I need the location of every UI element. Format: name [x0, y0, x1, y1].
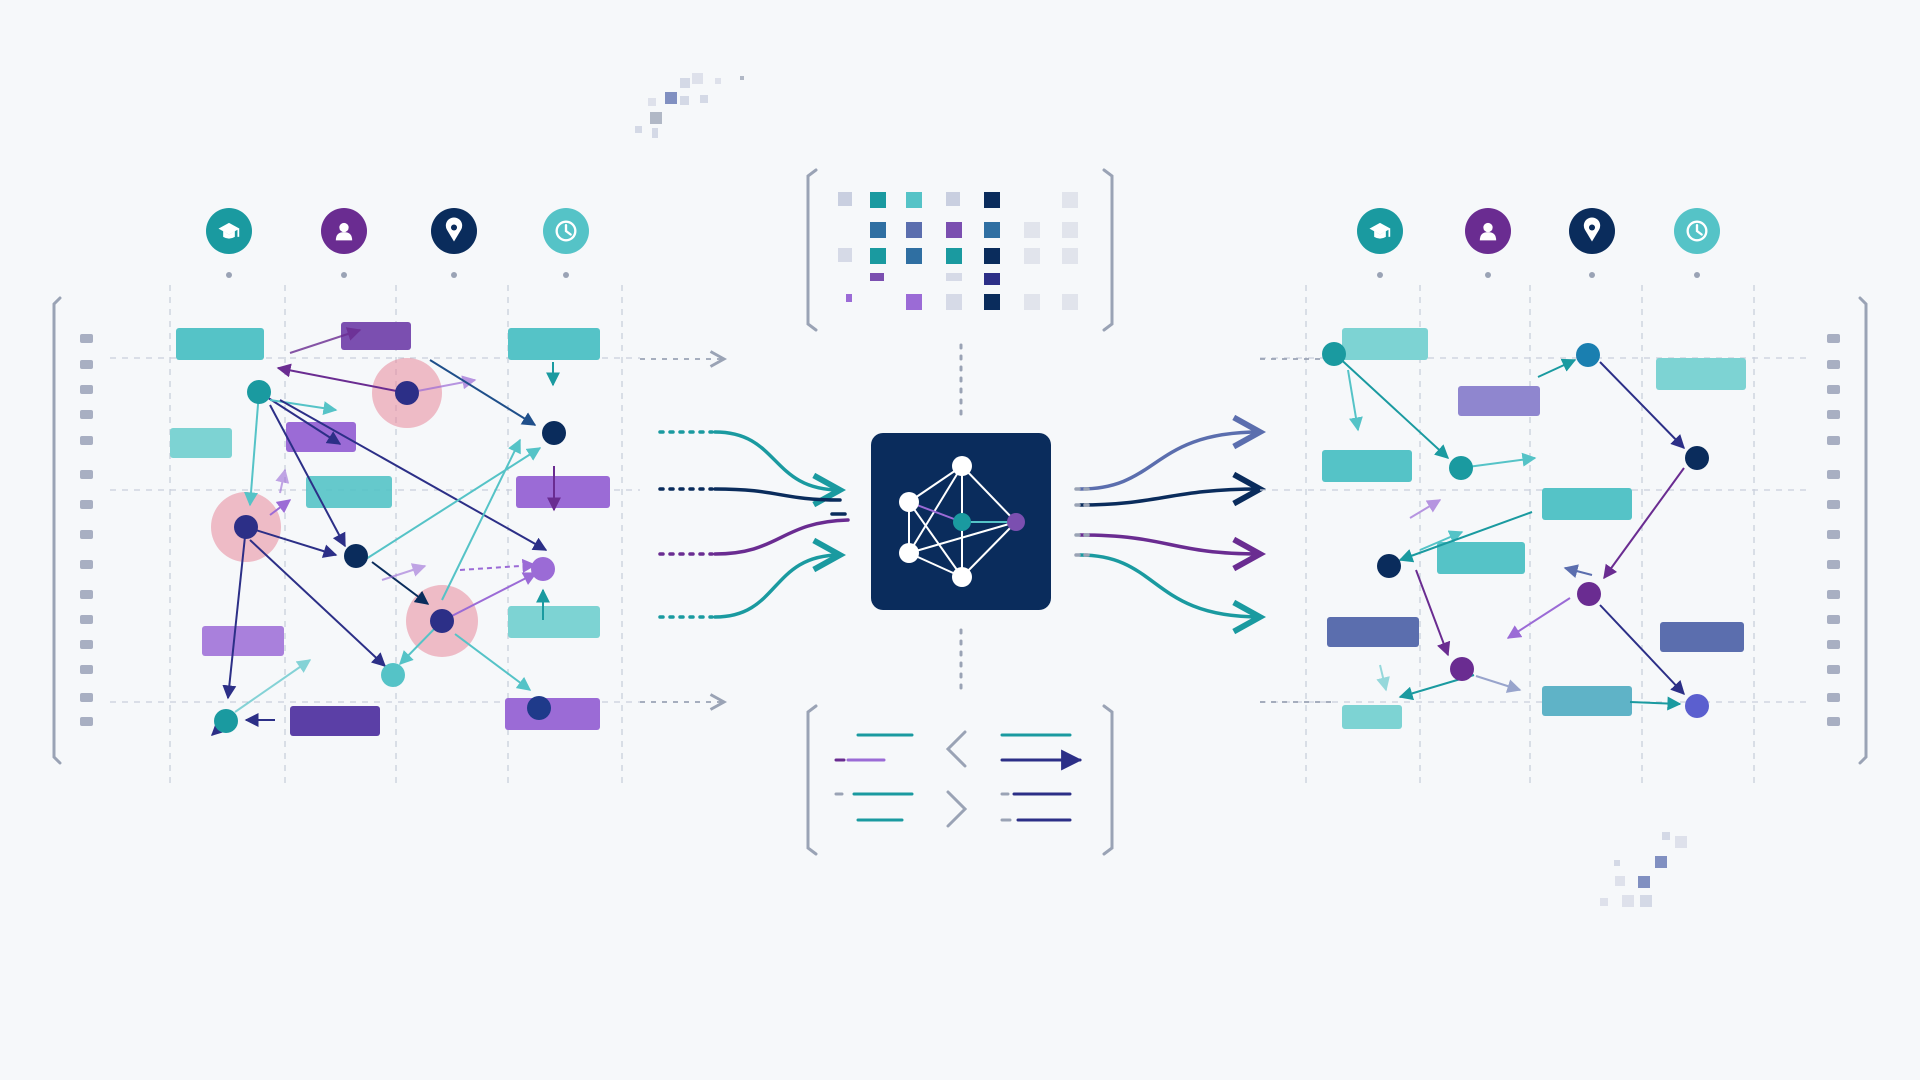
entity-box — [505, 698, 600, 730]
left-panel — [52, 208, 724, 785]
graph-node — [531, 557, 555, 581]
entity-box — [1327, 617, 1419, 647]
map-pin-icon — [1569, 208, 1615, 278]
graph-node — [527, 696, 551, 720]
clock-icon — [1674, 208, 1720, 278]
graph-node — [430, 609, 454, 633]
graph-node — [247, 380, 271, 404]
matrix-cells — [838, 192, 1078, 310]
entity-box — [170, 428, 232, 458]
pixel-cluster-bottom — [1600, 832, 1687, 907]
entity-box — [1660, 622, 1744, 652]
graph-node — [381, 663, 405, 687]
graph-node — [1685, 694, 1709, 718]
entity-box — [516, 476, 610, 508]
graph-node — [1576, 343, 1600, 367]
clock-icon — [543, 208, 589, 278]
right-nodes — [1322, 342, 1709, 718]
left-row-markers — [80, 334, 93, 726]
entity-box — [176, 328, 264, 360]
entity-box — [508, 606, 600, 638]
graph-node — [395, 381, 419, 405]
output-flows — [1078, 432, 1260, 617]
left-bracket — [52, 296, 62, 765]
entity-box — [290, 706, 380, 736]
graph-node — [344, 544, 368, 568]
entity-box — [508, 328, 600, 360]
left-category-icons — [206, 208, 589, 278]
graduation-cap-icon — [1357, 208, 1403, 278]
graduation-cap-icon — [206, 208, 252, 278]
right-edges — [1334, 353, 1685, 711]
entity-box — [1437, 542, 1525, 574]
right-entity-boxes — [1322, 328, 1746, 729]
person-icon — [1465, 208, 1511, 278]
graph-node — [1685, 446, 1709, 470]
entity-box — [1322, 450, 1412, 482]
map-pin-icon — [431, 208, 477, 278]
right-bracket — [1858, 296, 1868, 765]
right-row-markers — [1827, 334, 1840, 726]
graph-node — [1322, 342, 1346, 366]
entity-box — [202, 626, 284, 656]
input-flows — [658, 430, 850, 619]
graph-node — [1377, 554, 1401, 578]
graph-node — [234, 515, 258, 539]
right-input-arrows — [1260, 358, 1335, 703]
entity-box — [1342, 705, 1402, 729]
entity-box — [306, 476, 392, 508]
left-entity-boxes — [170, 322, 610, 736]
left-nodes — [214, 380, 566, 733]
right-category-icons — [1357, 208, 1720, 278]
graph-node — [214, 709, 238, 733]
network-graph-icon — [899, 456, 1025, 587]
left-edges — [210, 327, 561, 736]
entity-box — [341, 322, 411, 350]
entity-box — [1342, 328, 1428, 360]
graph-node — [1450, 657, 1474, 681]
entity-box — [1542, 686, 1632, 716]
right-panel — [1260, 208, 1868, 785]
graph-node — [1577, 582, 1601, 606]
entity-box — [1542, 488, 1632, 520]
graph-node — [542, 421, 566, 445]
entity-box — [1458, 386, 1540, 416]
graph-node — [1449, 456, 1473, 480]
top-matrix-panel — [806, 168, 1114, 332]
entity-box — [1656, 358, 1746, 390]
pixel-cluster-top — [635, 73, 744, 138]
processor-box — [871, 433, 1051, 610]
bottom-rules-panel — [806, 704, 1114, 856]
person-icon — [321, 208, 367, 278]
left-output-arrows — [640, 359, 724, 702]
